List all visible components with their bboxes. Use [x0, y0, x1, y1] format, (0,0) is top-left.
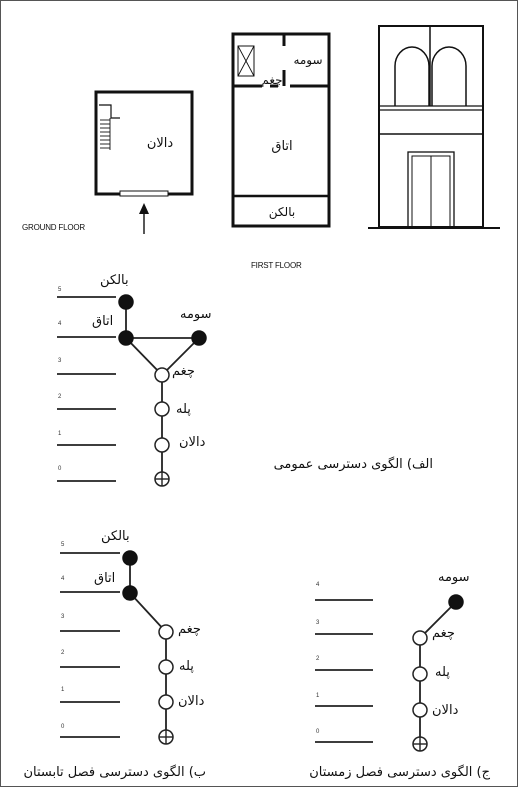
entrance-node-icon — [154, 471, 170, 487]
level-lines — [60, 552, 120, 738]
node-choghom — [154, 367, 170, 383]
edge — [161, 337, 200, 376]
label-pelleh: پله — [176, 402, 191, 417]
level-label: 3 — [58, 358, 62, 364]
first-floor-caption: FIRST FLOOR — [251, 261, 302, 270]
facade-elevation — [368, 25, 500, 229]
label-choghom: چغم — [172, 364, 195, 379]
first-floor-balkon-label: بالکن — [269, 205, 295, 220]
label-dalan: دالان — [178, 694, 205, 709]
level-label: 2 — [316, 656, 320, 662]
left-arch — [394, 46, 430, 106]
node-pelleh — [154, 401, 170, 417]
level-label: 5 — [61, 542, 65, 548]
node-otagh — [118, 330, 134, 346]
level-label: 0 — [61, 724, 65, 730]
access-diagram-summer: 5 4 3 2 1 0 بالکن اتاق چغم پله دالان ب) … — [23, 529, 206, 780]
node-choghom — [412, 630, 428, 646]
level-label: 5 — [58, 287, 62, 293]
label-pelleh: پله — [179, 659, 194, 674]
ground-floor-dalan-label: دالان — [147, 136, 174, 151]
label-dalan: دالان — [179, 435, 206, 450]
first-floor-choghom-label: چغم — [261, 73, 282, 87]
label-otagh: اتاق — [94, 571, 115, 586]
right-arch — [431, 46, 467, 106]
entrance-node-icon — [412, 736, 428, 752]
node-balkon — [122, 550, 138, 566]
label-sumeh: سومه — [180, 307, 212, 322]
ground-floor-door-opening — [119, 190, 169, 197]
caption-general: الف) الگوی دسترسی عمومی — [274, 456, 433, 472]
label-balkon: بالکن — [100, 273, 129, 288]
node-choghom — [158, 624, 174, 640]
label-dalan: دالان — [432, 703, 459, 718]
shaft-crossed-box-icon — [237, 45, 255, 77]
node-sumeh — [191, 330, 207, 346]
caption-summer: ب) الگوی دسترسی فصل تابستان — [23, 764, 206, 780]
node-sumeh — [448, 594, 464, 610]
ground-floor-plan: دالان GROUND FLOOR — [22, 90, 194, 234]
label-choghom: چغم — [178, 622, 201, 637]
level-label: 4 — [58, 321, 62, 327]
level-label: 1 — [58, 431, 62, 437]
node-balkon — [118, 294, 134, 310]
caption-winter: ج) الگوی دسترسی فصل زمستان — [309, 764, 490, 780]
level-label: 3 — [316, 620, 320, 626]
label-sumeh: سومه — [438, 570, 470, 585]
level-label: 3 — [61, 614, 65, 620]
level-label: 0 — [316, 729, 320, 735]
entrance-arrow-icon — [139, 203, 149, 234]
level-lines — [57, 296, 116, 482]
edge — [125, 337, 163, 376]
stair-icon — [99, 104, 120, 150]
level-label: 1 — [61, 687, 65, 693]
label-otagh: اتاق — [92, 314, 113, 329]
label-choghom: چغم — [432, 626, 455, 641]
node-otagh — [122, 585, 138, 601]
level-label: 4 — [316, 582, 320, 588]
entrance-node-icon — [158, 729, 174, 745]
node-dalan — [154, 437, 170, 453]
node-pelleh — [412, 666, 428, 682]
level-label: 2 — [61, 650, 65, 656]
first-floor-walls — [231, 32, 331, 228]
label-pelleh: پله — [435, 665, 450, 680]
level-label: 1 — [316, 693, 320, 699]
level-label: 0 — [58, 466, 62, 472]
first-floor-sumeh-label: سومه — [293, 53, 322, 68]
node-dalan — [412, 702, 428, 718]
access-diagram-general: 5 4 3 2 1 0 بالکن اتاق سومه چغم پله دالا… — [57, 273, 433, 487]
first-floor-plan: سومه چغم اتاق بالکن FIRST FLOOR — [231, 32, 331, 270]
ground-floor-caption: GROUND FLOOR — [22, 223, 85, 232]
node-pelleh — [158, 659, 174, 675]
level-label: 4 — [61, 576, 65, 582]
node-dalan — [158, 694, 174, 710]
access-diagram-winter: 4 3 2 1 0 سومه چغم پله دالان ج) الگوی دس… — [309, 570, 490, 780]
level-lines — [315, 599, 373, 743]
edge — [419, 601, 457, 639]
edge — [129, 592, 167, 633]
level-label: 2 — [58, 394, 62, 400]
first-floor-otagh-label: اتاق — [271, 139, 292, 154]
label-balkon: بالکن — [101, 529, 130, 544]
